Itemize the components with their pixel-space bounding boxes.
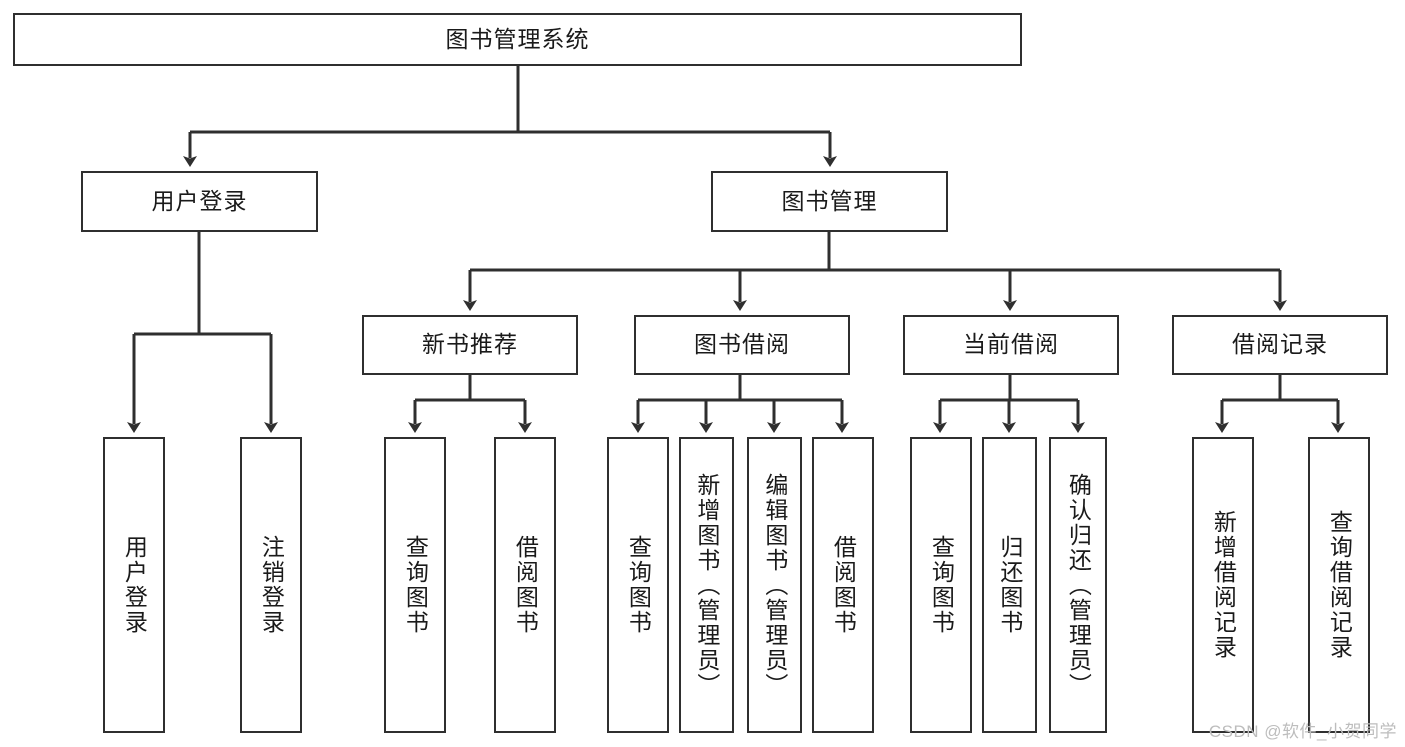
leaf-current-confirm-return-admin[interactable]: 确认归还（管理员） [1049,437,1107,733]
leaf-label: 借阅图书 [830,535,857,635]
leaf-recommend-borrow-book[interactable]: 借阅图书 [494,437,556,733]
node-new-book-recommend[interactable]: 新书推荐 [362,315,578,375]
leaf-label: 查询借阅记录 [1326,510,1353,660]
leaf-label: 确认归还（管理员） [1065,472,1092,698]
leaf-label: 编辑图书（管理员） [761,472,788,698]
leaf-borrow-add-book-admin[interactable]: 新增图书（管理员） [679,437,734,733]
node-book-management[interactable]: 图书管理 [711,171,948,232]
node-user-login[interactable]: 用户登录 [81,171,318,232]
leaf-borrow-query-book[interactable]: 查询图书 [607,437,669,733]
leaf-label: 查询图书 [402,535,429,635]
leaf-current-query-book[interactable]: 查询图书 [910,437,972,733]
leaf-borrow-borrow-book[interactable]: 借阅图书 [812,437,874,733]
node-borrow-record[interactable]: 借阅记录 [1172,315,1388,375]
csdn-watermark: CSDN @软件_小贺同学 [1208,722,1397,741]
leaf-label: 查询图书 [928,535,955,635]
leaf-borrow-edit-book-admin[interactable]: 编辑图书（管理员） [747,437,802,733]
leaf-label: 新增借阅记录 [1210,510,1237,660]
leaf-current-return-book[interactable]: 归还图书 [982,437,1037,733]
leaf-label: 注销登录 [258,535,285,635]
leaf-label: 借阅图书 [512,535,539,635]
leaf-record-query-record[interactable]: 查询借阅记录 [1308,437,1370,733]
leaf-label: 用户登录 [121,535,148,635]
leaf-label: 新增图书（管理员） [693,472,720,698]
leaf-user-login-logout[interactable]: 注销登录 [240,437,302,733]
leaf-label: 归还图书 [996,535,1023,635]
leaf-user-login-login[interactable]: 用户登录 [103,437,165,733]
leaf-label: 查询图书 [625,535,652,635]
leaf-record-add-record[interactable]: 新增借阅记录 [1192,437,1254,733]
node-root-system[interactable]: 图书管理系统 [13,13,1022,66]
leaf-recommend-query-book[interactable]: 查询图书 [384,437,446,733]
node-current-borrow[interactable]: 当前借阅 [903,315,1119,375]
node-book-borrow[interactable]: 图书借阅 [634,315,850,375]
